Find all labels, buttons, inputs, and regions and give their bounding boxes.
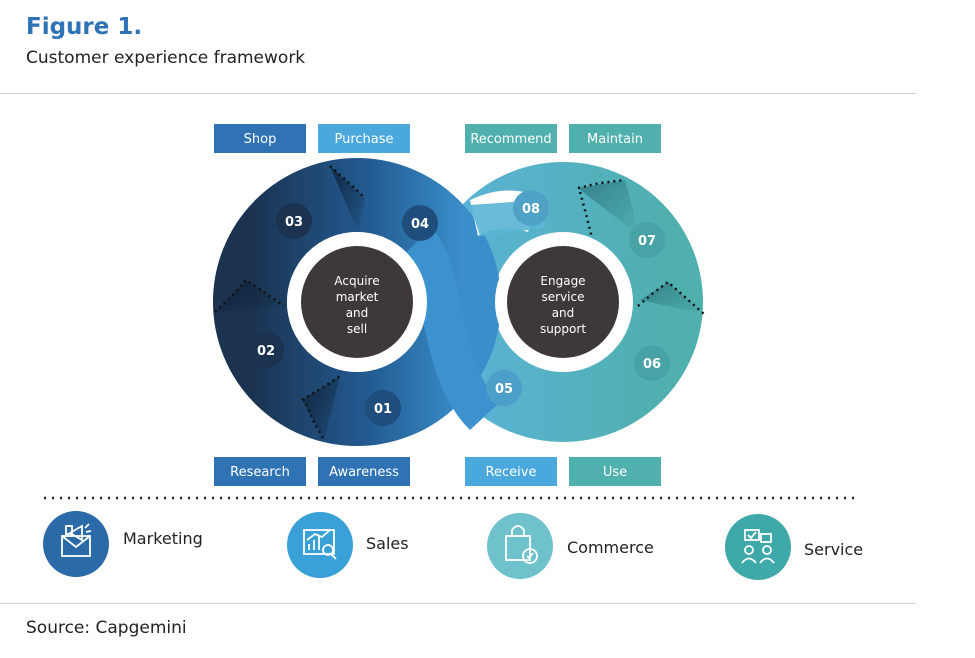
stage-label-receive-text: Receive — [486, 465, 537, 480]
stage-label-research-text: Research — [230, 465, 290, 480]
step-02-text: 02 — [257, 344, 275, 359]
right-loop-dotted-top-side — [578, 191, 594, 239]
service-icon-circle — [725, 514, 791, 580]
stage-label-receive: Receive — [465, 457, 557, 486]
step-05: 05 — [486, 370, 522, 406]
right-center: Engage service and support — [495, 234, 631, 370]
right-center-line-2: service — [542, 290, 585, 304]
marketing-icon-circle — [43, 511, 109, 577]
source-note: Source: Capgemini — [26, 618, 187, 638]
stage-label-recommend: Recommend — [465, 124, 557, 153]
step-06-text: 06 — [643, 357, 661, 372]
step-04: 04 — [402, 205, 438, 241]
bottom-divider — [0, 603, 916, 604]
function-commerce: Commerce — [487, 513, 654, 579]
right-loop-shading-top — [578, 180, 640, 236]
function-sales-label: Sales — [366, 534, 409, 553]
stage-label-purchase: Purchase — [318, 124, 410, 153]
stage-label-use: Use — [569, 457, 661, 486]
step-05-text: 05 — [495, 382, 513, 397]
figure-title: Customer experience framework — [26, 48, 306, 68]
stage-label-maintain: Maintain — [569, 124, 661, 153]
right-center-line-4: support — [540, 322, 586, 336]
step-07: 07 — [629, 222, 665, 258]
function-service: Service — [725, 514, 863, 580]
left-center-line-1: Acquire — [334, 274, 379, 288]
left-loop-dotted-bottom-a — [301, 374, 341, 402]
step-08: 08 — [513, 190, 549, 226]
left-loop-dotted-top — [329, 165, 366, 199]
shopping-bag-check-icon — [505, 525, 538, 564]
function-marketing: Marketing — [43, 511, 203, 577]
function-sales: Sales — [287, 512, 409, 578]
stage-label-research: Research — [214, 457, 306, 486]
function-marketing-label: Marketing — [123, 529, 203, 548]
support-people-icon — [741, 529, 775, 564]
left-loop-shading-middle — [215, 280, 284, 312]
function-service-label: Service — [804, 540, 863, 559]
right-center-line-1: Engage — [540, 274, 585, 288]
left-center: Acquire market and sell — [287, 232, 427, 372]
step-07-text: 07 — [638, 234, 656, 249]
left-loop-dotted-bottom-b — [304, 403, 326, 441]
left-center-line-4: sell — [347, 322, 367, 336]
step-04-text: 04 — [411, 217, 429, 232]
function-commerce-label: Commerce — [567, 538, 654, 557]
commerce-icon-circle — [487, 513, 553, 579]
stage-label-awareness-text: Awareness — [329, 465, 399, 480]
left-center-line-2: market — [336, 290, 379, 304]
stage-label-recommend-text: Recommend — [470, 132, 551, 147]
right-center-line-3: and — [552, 306, 575, 320]
step-01: 01 — [365, 390, 401, 426]
stage-label-shop-text: Shop — [244, 132, 277, 147]
left-loop-shading-top — [330, 166, 365, 232]
top-divider — [0, 93, 916, 94]
sales-icon-circle — [287, 512, 353, 578]
step-01-text: 01 — [374, 402, 392, 417]
envelope-megaphone-icon — [61, 523, 92, 557]
figure-label: Figure 1. — [26, 14, 143, 40]
step-03-text: 03 — [285, 215, 303, 230]
step-06: 06 — [634, 345, 670, 381]
right-loop-dotted-bottom — [637, 280, 705, 315]
step-08-text: 08 — [522, 202, 540, 217]
stage-label-maintain-text: Maintain — [587, 132, 643, 147]
stage-label-purchase-text: Purchase — [334, 132, 393, 147]
stage-label-shop: Shop — [214, 124, 306, 153]
left-loop-shading-bottom — [302, 376, 340, 440]
left-loop — [213, 158, 501, 446]
step-03: 03 — [276, 203, 312, 239]
right-loop-dotted-top — [577, 178, 626, 190]
left-center-line-3: and — [346, 306, 369, 320]
step-02: 02 — [248, 332, 284, 368]
stage-label-awareness: Awareness — [318, 457, 410, 486]
chart-magnifier-icon — [303, 529, 337, 560]
stage-label-use-text: Use — [603, 465, 627, 480]
